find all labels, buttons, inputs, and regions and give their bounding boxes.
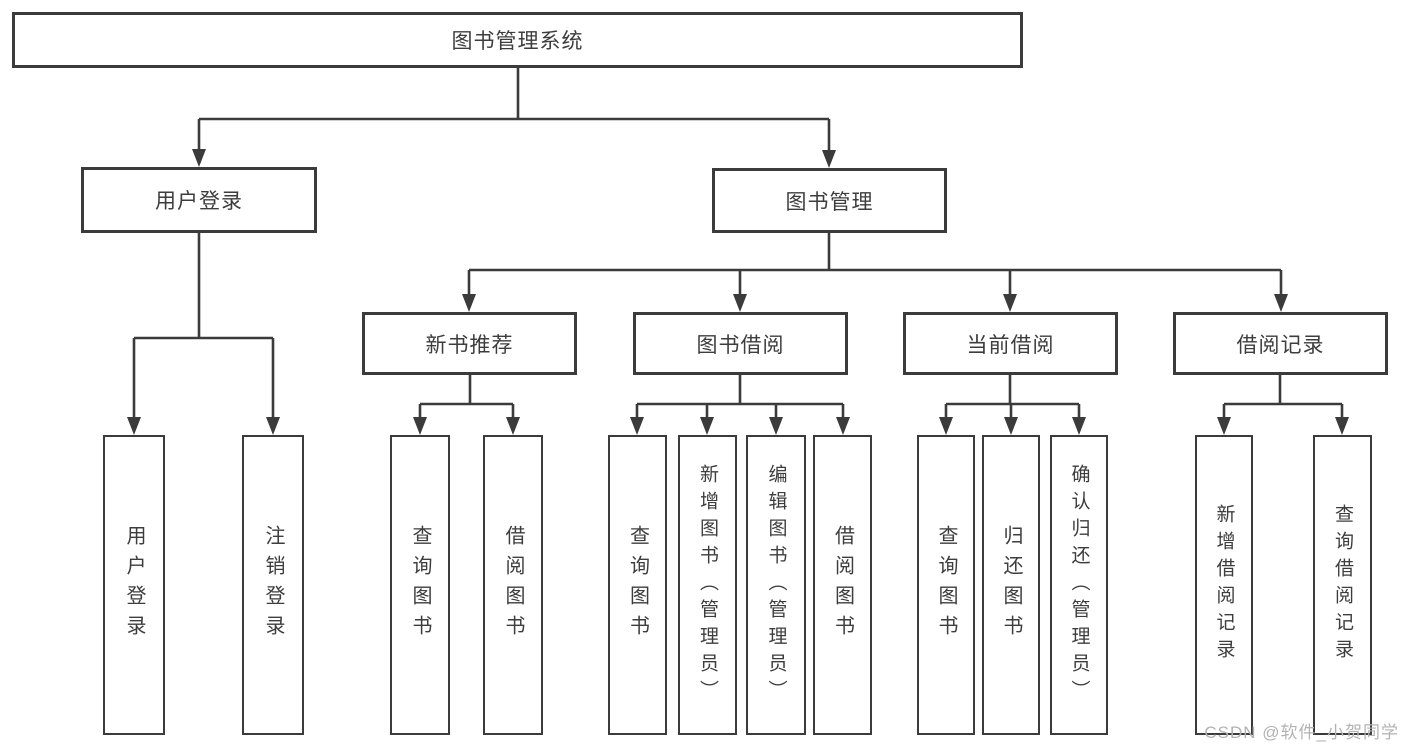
- node-book-management: 图书管理: [712, 168, 947, 233]
- node-root: 图书管理系统: [12, 12, 1023, 68]
- leaf-cb-confirm-return-admin: 确认归还（管理员）: [1050, 435, 1108, 735]
- leaf-nb-query-books: 查询图书: [390, 435, 450, 735]
- leaf-br-query-record: 查询借阅记录: [1313, 435, 1372, 735]
- leaf-bb-add-books-admin: 新增图书（管理员）: [678, 435, 737, 735]
- leaf-cb-return-books: 归还图书: [982, 435, 1040, 735]
- leaf-bb-borrow-books: 借阅图书: [813, 435, 872, 735]
- leaf-bb-query-books: 查询图书: [608, 435, 667, 735]
- leaf-nb-borrow-books: 借阅图书: [483, 435, 543, 735]
- node-new-book-recommend: 新书推荐: [362, 312, 577, 375]
- leaf-br-add-record: 新增借阅记录: [1195, 435, 1253, 735]
- leaf-user-login: 用户登录: [103, 435, 165, 735]
- node-user-login: 用户登录: [81, 167, 317, 233]
- leaf-cb-query-books: 查询图书: [917, 435, 975, 735]
- leaf-bb-edit-books-admin: 编辑图书（管理员）: [746, 435, 806, 735]
- csdn-watermark: CSDN @软件_小贺同学: [1204, 723, 1399, 742]
- leaf-logout: 注销登录: [242, 435, 304, 735]
- node-book-borrow: 图书借阅: [633, 312, 848, 375]
- node-current-borrow: 当前借阅: [903, 312, 1118, 375]
- node-borrow-record: 借阅记录: [1173, 312, 1388, 375]
